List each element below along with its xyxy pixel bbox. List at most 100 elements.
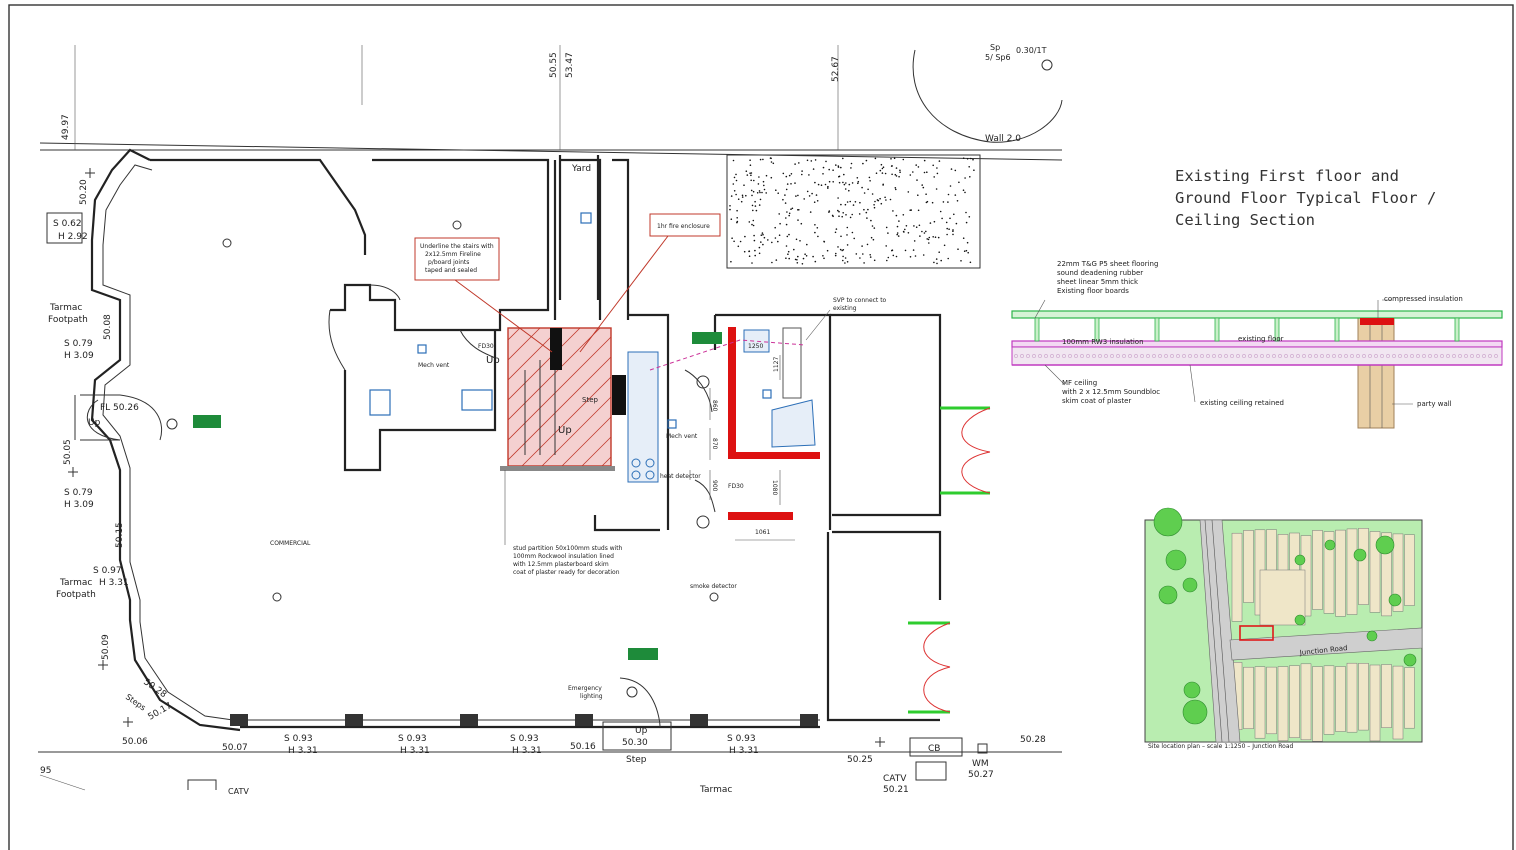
gravel-dot xyxy=(964,177,966,179)
gravel-dot xyxy=(879,197,881,200)
level-50-15: 50.15 xyxy=(115,522,125,548)
gravel-dot xyxy=(851,231,854,234)
gravel-dot xyxy=(909,174,912,176)
wall-label: Wall 2.0 xyxy=(985,134,1021,144)
gravel-dot xyxy=(806,159,809,162)
gravel-dot xyxy=(754,200,756,203)
fd30-label-2: FD30 xyxy=(728,483,744,490)
level-h3-09a: H 3.09 xyxy=(64,351,94,361)
level-h3-31c: H 3.31 xyxy=(400,746,430,756)
joist-post xyxy=(1094,317,1100,342)
level-s0-97: S 0.97 xyxy=(93,566,122,576)
insulation-blob xyxy=(1122,354,1126,358)
gravel-dot xyxy=(972,158,974,161)
gravel-dot xyxy=(969,261,972,264)
fl-label: FL 50.26 xyxy=(100,403,139,413)
insulation-blob xyxy=(1380,354,1384,358)
map-building xyxy=(1323,531,1335,614)
gravel-dot xyxy=(870,219,872,222)
bathroom xyxy=(649,313,832,530)
gravel-dot xyxy=(740,200,743,203)
gravel-dot xyxy=(748,250,750,253)
gravel-dot xyxy=(775,259,778,261)
gravel-dot xyxy=(751,262,753,264)
level-95: 95 xyxy=(40,766,51,776)
map-building xyxy=(1254,666,1266,739)
gravel-dot xyxy=(817,183,820,186)
insulation-blob xyxy=(1170,354,1174,358)
gravel-dot xyxy=(787,253,789,255)
gravel-dot xyxy=(913,240,916,242)
dim-1127: 1127 xyxy=(773,357,780,372)
gravel-dot xyxy=(835,164,837,166)
insulation-blob xyxy=(1350,354,1354,358)
gravel-dot xyxy=(887,232,889,234)
gravel-dot xyxy=(814,231,816,234)
gravel-dot xyxy=(797,255,799,258)
gravel-dot xyxy=(910,209,912,211)
gravel-dot xyxy=(923,171,926,174)
gravel-dot xyxy=(840,166,842,169)
gravel-dot xyxy=(852,204,855,206)
gravel-dot xyxy=(797,219,799,221)
note-compressed-insulation: compressed insulation xyxy=(1384,295,1463,303)
insulation-blob xyxy=(1356,354,1360,358)
gravel-dot xyxy=(863,208,865,211)
map-building xyxy=(1392,665,1404,740)
gravel-dot xyxy=(891,249,893,252)
gravel-dot xyxy=(751,223,753,226)
gravel-dot xyxy=(765,174,768,177)
gravel-dot xyxy=(863,262,865,264)
gravel-dot xyxy=(885,226,888,229)
gravel-dot xyxy=(943,244,946,247)
gravel-dot xyxy=(898,220,900,222)
gravel-dot xyxy=(758,252,761,255)
gravel-dot xyxy=(894,173,897,176)
gravel-dot xyxy=(846,244,849,246)
insulation-blob xyxy=(1056,354,1060,358)
gravel-dot xyxy=(785,175,788,178)
gravel-dot xyxy=(862,253,864,255)
insulation-blob xyxy=(1200,354,1204,358)
gravel-dot xyxy=(895,214,898,217)
gravel-dot xyxy=(816,227,819,229)
map-tree xyxy=(1353,548,1367,562)
up-label-4: Up xyxy=(635,726,648,736)
gravel-dot xyxy=(809,211,812,213)
gravel-dot xyxy=(880,202,883,205)
gravel-dot xyxy=(753,239,756,242)
gravel-dot xyxy=(855,253,858,255)
map-buildings xyxy=(1231,528,1415,742)
gravel-dot xyxy=(756,192,759,194)
gravel-dot xyxy=(882,184,884,186)
gravel-dot xyxy=(785,257,787,260)
wc-room xyxy=(343,330,497,472)
gravel-dot xyxy=(754,249,756,252)
gravel-dot xyxy=(966,241,969,244)
gravel-dot xyxy=(788,233,790,236)
flooring-layer xyxy=(1011,310,1503,319)
gravel-dot xyxy=(897,235,900,237)
gravel-dot xyxy=(925,230,927,233)
gravel-dot xyxy=(923,159,926,162)
joist-post xyxy=(1274,317,1280,342)
heat-detector-label: heat detector xyxy=(660,473,701,480)
gravel-dot xyxy=(921,184,923,186)
gravel-dot xyxy=(849,216,852,219)
gravel-dot xyxy=(912,249,915,251)
level-h3-31a: H 3.31 xyxy=(99,578,129,588)
gravel-dot xyxy=(759,158,762,161)
map-caption: Site location plan – scale 1:1250 – Junc… xyxy=(1148,743,1294,750)
gravel-dot xyxy=(914,255,917,257)
gravel-dot xyxy=(899,169,901,172)
door-swings xyxy=(328,284,716,728)
gravel-dot xyxy=(936,172,939,175)
gravel-dot xyxy=(824,183,827,186)
gravel-dot xyxy=(876,199,879,201)
level-50-28b: 50.28 xyxy=(1020,735,1046,745)
gravel-dot xyxy=(788,174,791,177)
gravel-dot xyxy=(812,168,815,170)
dimension-lines xyxy=(709,355,795,541)
gravel-dot xyxy=(822,166,825,169)
note-insulation: 100mm RW3 insulation xyxy=(1062,338,1144,346)
